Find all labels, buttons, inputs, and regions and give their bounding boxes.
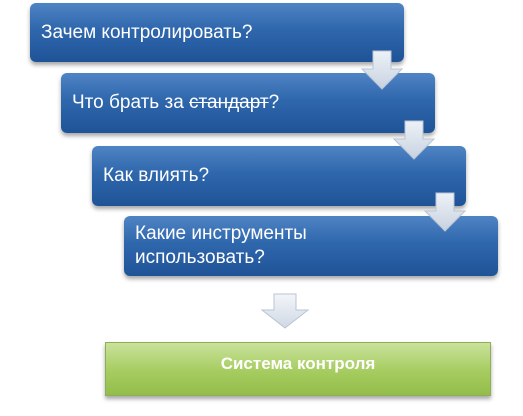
down-arrow-icon [423, 192, 467, 232]
struck-word: стандарт [189, 92, 269, 113]
down-arrow-icon [392, 120, 436, 160]
step-label-line: Какие инструменты [135, 223, 307, 244]
down-arrow-icon [360, 50, 404, 90]
down-arrow-icon [260, 293, 310, 329]
step-label: Какие инструменты использовать? [135, 222, 307, 270]
step-box-why-control: Зачем контролировать? [30, 3, 404, 62]
control-system-label: Система контроля [220, 354, 376, 373]
step-box-which-tools: Какие инструменты использовать? [124, 216, 498, 276]
step-label-part: ? [268, 92, 280, 113]
step-label-part: Что брать за [72, 92, 190, 113]
step-box-how-influence: Как влиять? [92, 146, 466, 206]
control-system-box: Система контроля [105, 342, 491, 396]
step-label: Что брать за стандарт? [72, 91, 279, 115]
step-label: Зачем контролировать? [41, 21, 253, 43]
step-box-standard: Что брать за стандарт? [61, 73, 435, 133]
step-label: Как влиять? [103, 165, 210, 186]
step-label-line: использовать? [135, 247, 265, 268]
